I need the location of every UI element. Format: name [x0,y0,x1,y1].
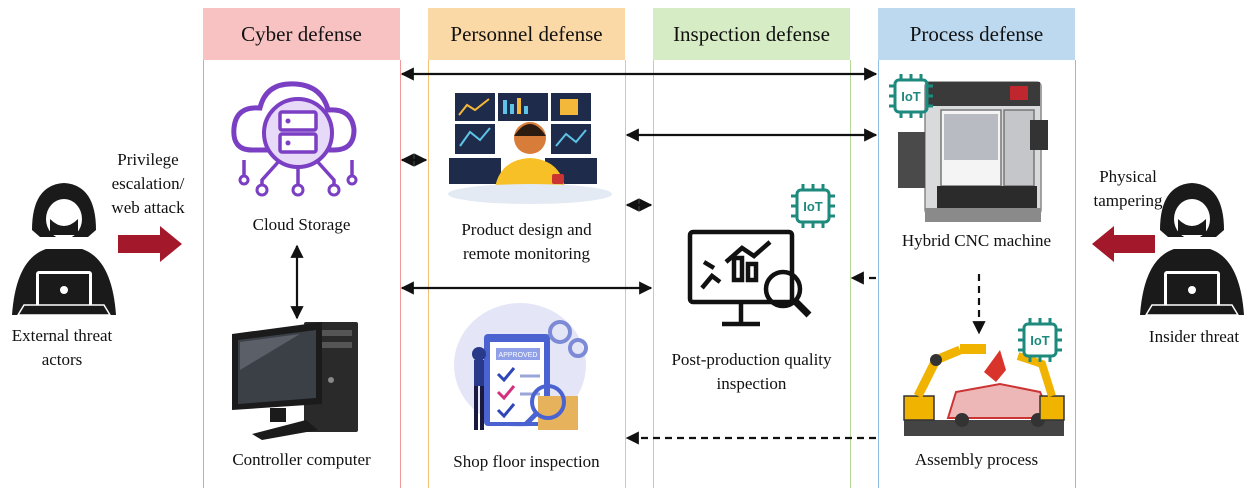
cyber-right-line [400,60,401,488]
hybrid-cnc-label: Hybrid CNC machine [878,229,1075,253]
shop-floor-label: Shop floor inspection [428,450,625,474]
iot-label-process: IoT [901,89,921,104]
external-attack-line2: escalation/ [111,174,185,193]
personnel-left-line [428,60,429,488]
assembly-robot-icon [903,344,1065,436]
controller-computer-label: Controller computer [203,448,400,472]
iot-badge-icon-assembly: IoT [1018,318,1062,362]
cloud-storage-label: Cloud Storage [203,213,400,237]
shop-floor-text: Shop floor inspection [453,452,600,471]
cyber-column: Cyber defense [203,8,400,488]
controller-computer-icon [232,322,358,440]
external-attack-line1: Privilege [117,150,179,169]
external-threat-arrow [118,226,182,262]
physical-tampering-label: Physical tampering [1078,165,1178,213]
personnel-header: Personnel defense [428,8,625,60]
controller-computer-text: Controller computer [232,450,371,469]
hacker-icon-external [12,183,116,316]
process-right-line [1075,60,1076,488]
personnel-right-line [625,60,626,488]
cnc-machine-icon [898,81,1048,222]
inspection-column: Inspection defense [653,8,850,488]
inspection-header: Inspection defense [653,8,850,60]
process-title: Process defense [909,21,1044,46]
assembly-text: Assembly process [914,450,1039,469]
physical-line1: Physical [1099,167,1157,186]
cloud-storage-icon [231,81,358,197]
cloud-storage-text: Cloud Storage [252,215,351,234]
inspection-right-line [850,60,851,488]
external-actor-line1: External threat [11,326,113,345]
external-attack-label: Privilege escalation/ web attack [98,148,198,220]
physical-line2: tampering [1093,191,1163,210]
product-design-icon [448,93,612,204]
cyber-left-line [203,60,204,488]
external-attack-line3: web attack [111,198,185,217]
product-design-label: Product design and remote monitoring [428,218,625,266]
process-header: Process defense [878,8,1075,60]
process-column: Process defense [878,8,1075,488]
iot-label-assembly: IoT [1030,333,1050,348]
quality-inspection-icon [687,229,812,327]
post-production-line2: inspection [716,374,787,393]
inspection-left-line [653,60,654,488]
product-design-line2: remote monitoring [462,244,590,263]
product-design-line1: Product design and [461,220,592,239]
shop-floor-inspection-icon: APPROVED [454,303,588,430]
insider-threat-text: Insider threat [1148,327,1240,346]
cyber-title: Cyber defense [241,21,362,46]
external-actor-label: External threat actors [2,324,122,372]
post-production-line1: Post-production quality [671,350,832,369]
iot-label-inspection: IoT [803,199,823,214]
personnel-title: Personnel defense [450,21,603,46]
approved-stamp: APPROVED [499,352,538,359]
hacker-icon-insider [1140,183,1244,316]
iot-badge-icon-inspection: IoT [791,184,835,228]
inspection-title: Inspection defense [673,21,830,46]
personnel-column: Personnel defense [428,8,625,488]
insider-threat-arrow [1092,226,1155,262]
assembly-label: Assembly process [878,448,1075,472]
hybrid-cnc-text: Hybrid CNC machine [901,231,1052,250]
insider-threat-label: Insider threat [1132,325,1256,349]
process-left-line [878,60,879,488]
cyber-header: Cyber defense [203,8,400,60]
external-actor-line2: actors [41,350,83,369]
post-production-label: Post-production quality inspection [653,348,850,396]
iot-badge-icon-process: IoT [889,74,933,118]
